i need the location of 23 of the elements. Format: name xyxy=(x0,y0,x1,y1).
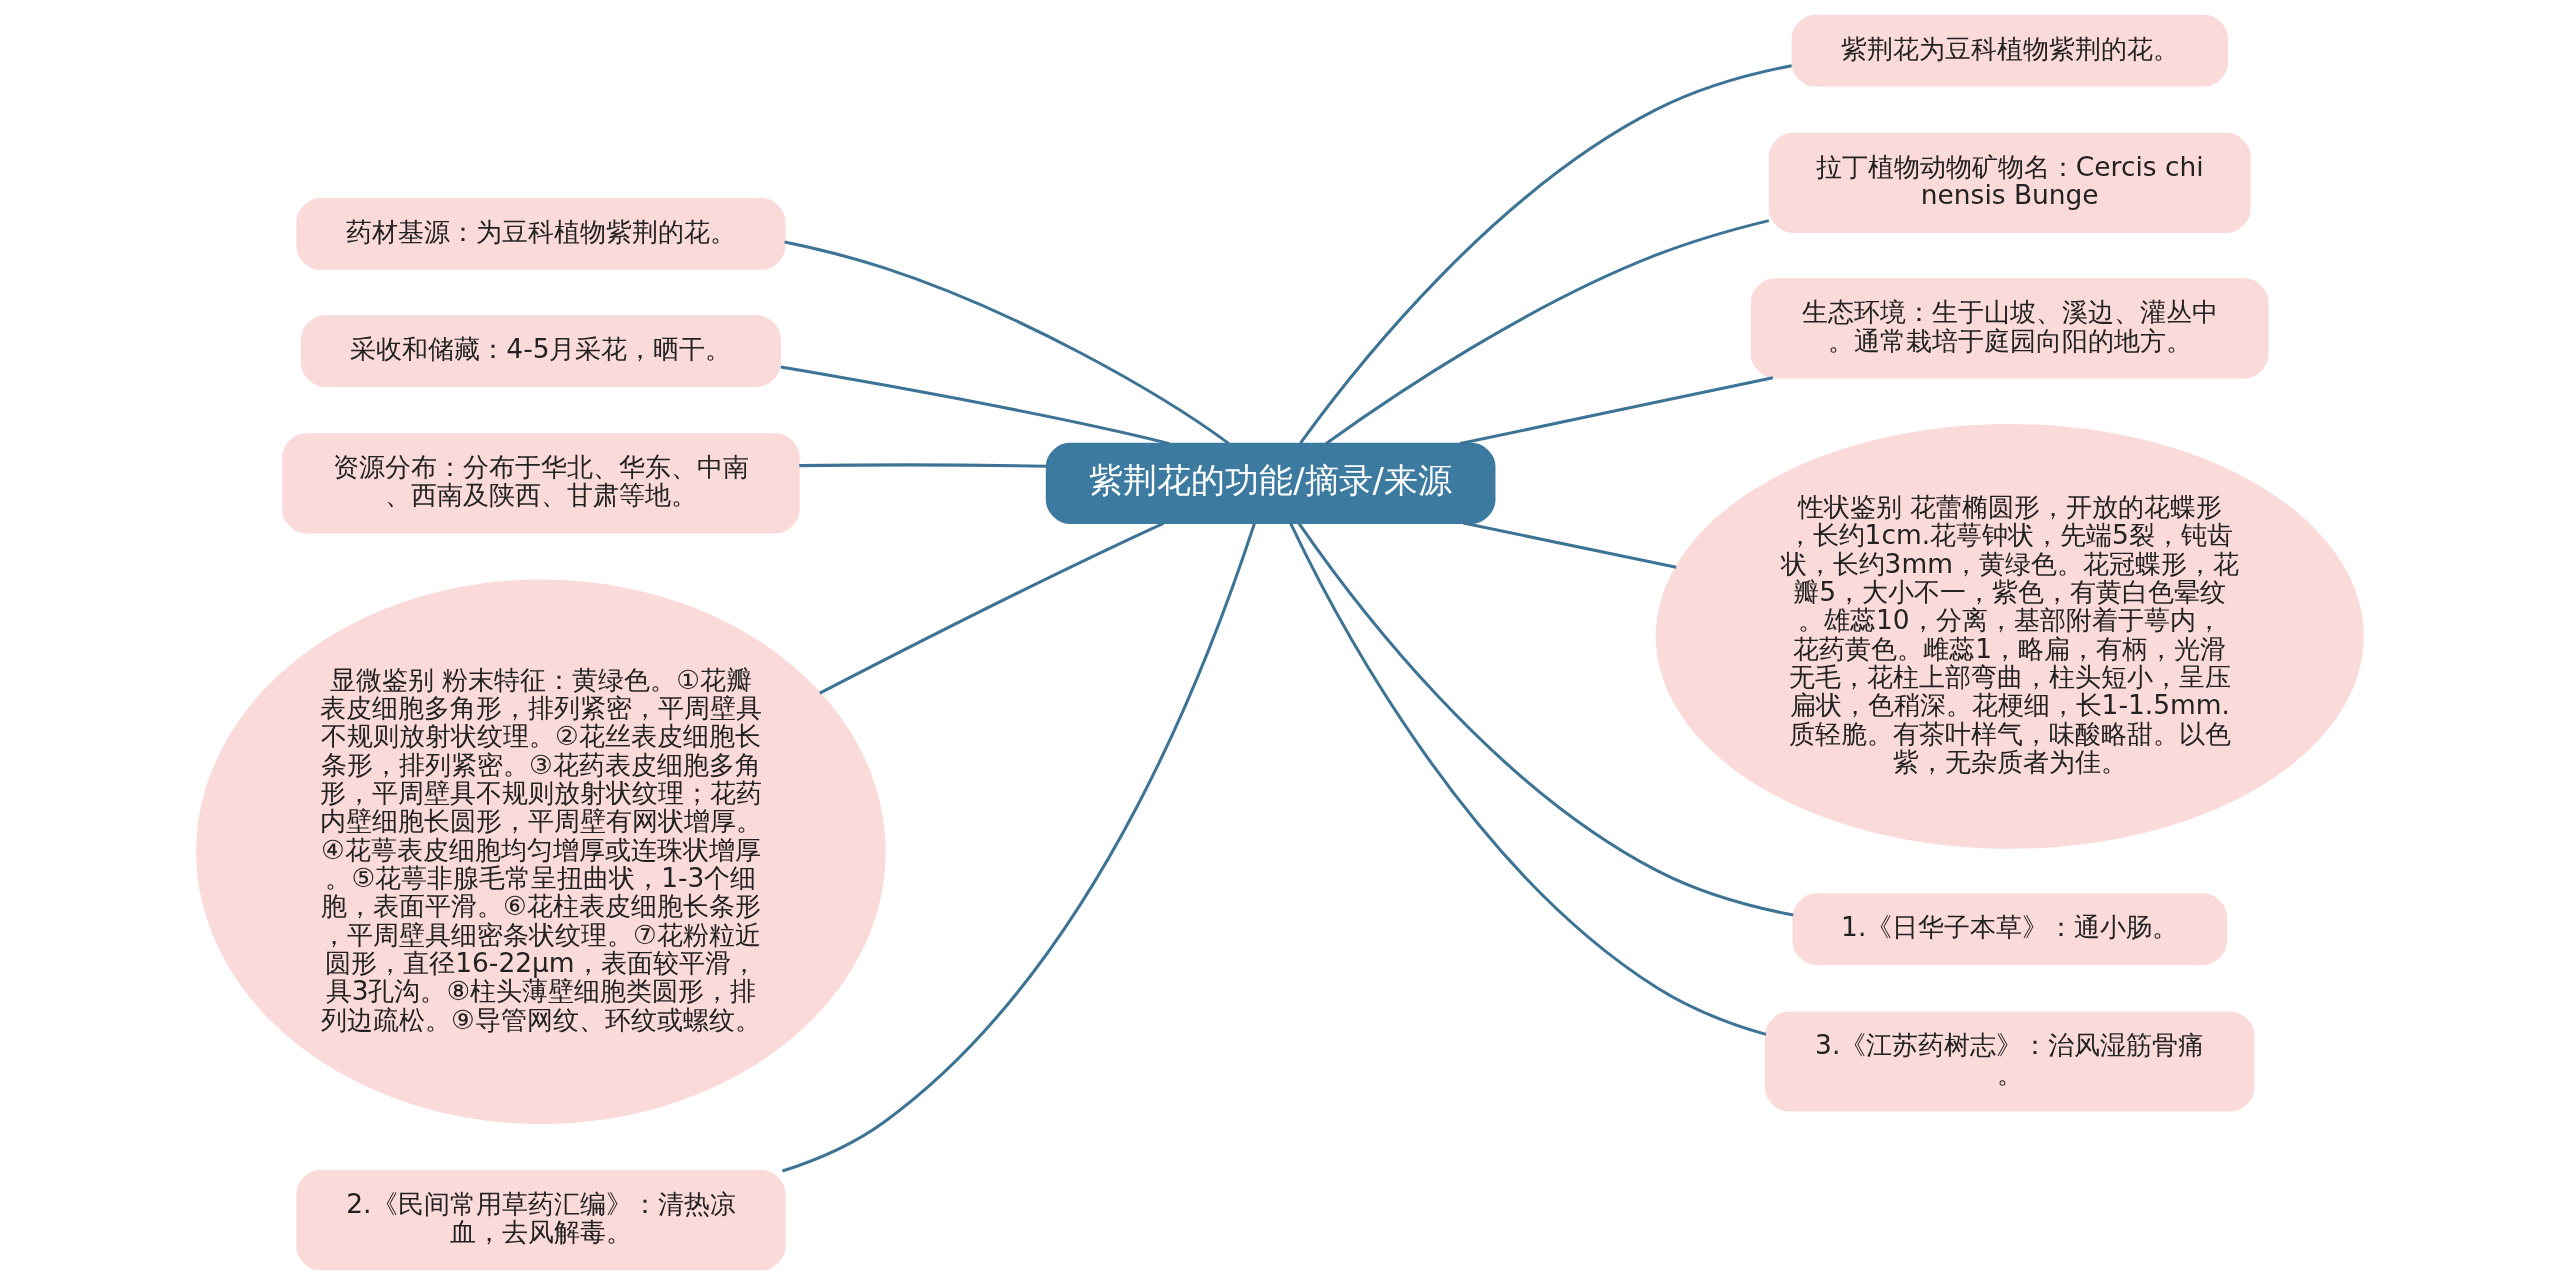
connector xyxy=(1299,64,1792,444)
node-ellipse: 性状鉴别 花蕾椭圆形，开放的花蝶形，长约1cm.花萼钟状，先端5裂，钝齿状，长约3mm，黄绿色。花冠蝶形，花瓣5，大小不一，紫色，有黄白色晕纹。雄蕊10，分离，基部附着于萼内，花药黄色。雌蕊1，略扁，有柄，光滑无毛，花柱上部弯曲，柱头短小，呈压扁状，色稍深。花梗细，长1-1.5mm.质轻脆。有茶叶样气，味酸略甜。以色紫，无杂质者为佳。 xyxy=(1655,423,2364,849)
connector xyxy=(819,522,1165,695)
connector xyxy=(1289,522,1767,1036)
node-box: 采收和储藏：4-5月采花，晒干。 xyxy=(300,315,781,387)
node-box: 紫荆花的功能/摘录/来源 xyxy=(1045,442,1496,524)
connector xyxy=(1463,521,1677,569)
node-box: 资源分布：分布于华北、华东、中南、西南及陕西、甘肃等地。 xyxy=(282,433,800,534)
connector xyxy=(1297,522,1794,917)
connector xyxy=(781,522,1256,1173)
node-box: 紫荆花为豆科植物紫荆的花。 xyxy=(1791,14,2228,87)
node-box: 生态环境：生于山坡、溪边、灌丛中。通常栽培于庭园向阳的地方。 xyxy=(1750,278,2269,379)
node-box: 2.《民间常用草药汇编》：清热凉血，去风解毒。 xyxy=(296,1170,786,1271)
connector xyxy=(1325,219,1770,445)
connector xyxy=(780,365,1170,446)
node-box: 药材基源：为豆科植物紫荆的花。 xyxy=(296,198,786,270)
node-box: 3.《江苏药树志》：治风湿筋骨痛。 xyxy=(1765,1011,2255,1112)
connector xyxy=(1459,376,1774,446)
node-box: 1.《日华子本草》：通小肠。 xyxy=(1792,893,2227,966)
node-ellipse: 显微鉴别 粉末特征：黄绿色。①花瓣表皮细胞多角形，排列紧密，平周壁具不规则放射状纹理。②花丝表皮细胞长条形，排列紧密。③花药表皮细胞多角形，平周壁具不规则放射状纹理；花药内壁细胞长圆形，平周壁有网状增厚。④花萼表皮细胞均匀增厚或连珠状增厚。⑤花萼非腺毛常呈扭曲状，1-3个细胞，表面平滑。⑥花柱表皮细胞长条形，平周壁具细密条状纹理。⑦花粉粒近圆形，直径16-22μm，表面较平滑，具3孔沟。⑧柱头薄壁细胞类圆形，排列边疏松。⑨导管网纹、环纹或螺纹。 xyxy=(196,579,886,1124)
connector xyxy=(799,463,1047,468)
node-box: 拉丁植物动物矿物名：Cercis chinensis Bunge xyxy=(1768,132,2251,233)
connector xyxy=(784,240,1230,445)
